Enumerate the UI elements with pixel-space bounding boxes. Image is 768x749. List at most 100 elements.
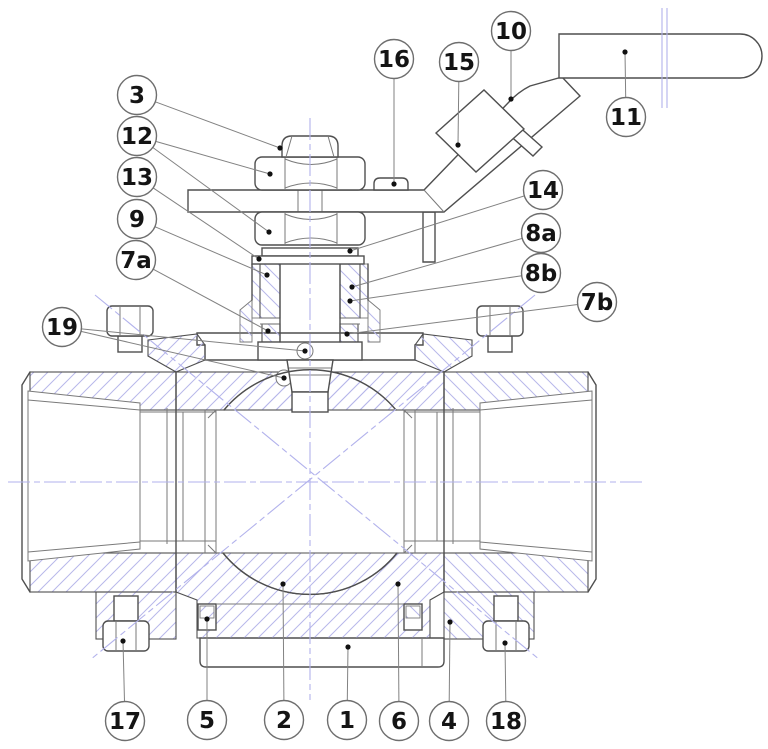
stem-seal-left [261,323,281,343]
leader-dot-8b [347,298,353,304]
callout-balloon-13 [116,156,158,198]
top-left-bolt-boss [117,335,143,353]
right-end-connector [404,371,597,593]
leader-dot-6 [395,581,401,587]
callout-balloon-7a [115,239,157,281]
left-thread-bore [27,390,141,562]
leader-dot-7b [344,331,350,337]
leader-dot-5 [204,616,210,622]
callout-label-17: 17 [109,709,141,735]
leader-dot-8a [349,284,355,290]
callout-balloon-8a [520,212,562,254]
callout-label-9: 9 [129,207,145,233]
callout-label-7b: 7b [581,290,613,316]
callout-balloon-15 [438,41,480,83]
top-left-bolt-facets [119,306,141,336]
leader-line-3 [155,101,281,149]
left-cap-bottom-wall [29,552,177,593]
leader-dot-17 [120,638,126,644]
leader-line-4 [448,621,451,702]
top-left-bolt-nut [106,305,154,337]
callout-label-8a: 8a [525,221,557,247]
handle-lock-plate [434,89,526,173]
right-cap-bottom-wall [443,552,589,593]
callout-label-13: 13 [121,165,153,191]
callout-balloon-8b [520,252,562,294]
leader-line-6 [397,583,400,702]
body-bolts [102,305,530,652]
leader-line-8a [351,237,523,288]
bottom-right-bolt-nut [482,620,530,652]
leader-line-15 [457,81,460,146]
bolt-diagonal-centerline-2 [89,294,536,661]
handle-stop-ear [422,211,436,263]
stem-packing-left [259,263,281,319]
leader-line-7b [346,304,578,335]
callout-balloon-11 [605,96,647,138]
bottom-left-bolt-nut [102,620,150,652]
leader-dot-9 [264,272,270,278]
leader-dot-19 [281,375,287,381]
left-seat-seal [199,605,215,619]
callout-label-6: 6 [391,709,407,735]
leader-dot-1 [345,644,351,650]
bonnet-flare-left [239,299,253,343]
callout-label-11: 11 [610,105,642,131]
top-right-bolt-facets [489,306,511,336]
right-thread-crests [404,399,593,553]
leader-line-11 [624,51,627,98]
leader-dot-12 [267,171,273,177]
callout-label-1: 1 [339,708,355,734]
leader-dot-19 [302,348,308,354]
right-seat-seal [405,605,421,619]
top-right-bolt-nut [476,305,524,337]
stem-sides [251,263,369,343]
body-bottom-plate [199,637,445,668]
stem-packing-right [339,263,361,319]
bonnet-wall-left [251,263,261,319]
handle-grip [558,33,763,79]
leader-dot-11 [622,49,628,55]
bottom-right-bolt-facets [495,621,517,651]
right-flange-wedge [414,333,473,373]
callout-label-14: 14 [527,178,559,204]
bolt-diagonal-centerline-1 [94,294,541,661]
callout-label-4: 4 [441,709,457,735]
cap-nut-facets [285,135,335,158]
callout-label-10: 10 [495,19,527,45]
callout-label-19: 19 [46,315,78,341]
callout-balloon-16 [373,38,415,80]
leader-dot-12 [266,229,272,235]
leader-line-12 [155,140,271,175]
callout-balloon-18 [485,700,527,742]
leader-line-19 [80,330,285,379]
callout-label-2: 2 [276,708,292,734]
leader-line-2 [282,583,285,701]
leader-line-12 [152,147,270,233]
handle-bend-fold [297,189,445,213]
callout-balloon-5 [186,699,228,741]
callout-label-18: 18 [490,709,522,735]
callout-label-7a: 7a [120,248,152,274]
callout-label-5: 5 [199,708,215,734]
left-thread-crests [27,399,216,553]
callout-label-15: 15 [443,50,475,76]
callout-balloon-10 [490,10,532,52]
upper-nut-facets [284,157,338,190]
leader-dot-18 [502,640,508,646]
bonnet-flare-right [367,299,381,343]
callout-balloon-9 [116,198,158,240]
leader-line-13 [152,187,260,260]
bonnet-wall-right [359,263,369,319]
bottom-right-bolt-boss [493,595,519,622]
leader-line-17 [122,640,125,702]
right-thread-bore [479,390,593,562]
bonnet-and-stem [239,263,381,413]
callout-balloon-6 [378,700,420,742]
callout-balloon-17 [104,700,146,742]
grip-break-lines [661,8,668,108]
gland-plate [251,255,365,265]
callout-balloon-1 [326,699,368,741]
